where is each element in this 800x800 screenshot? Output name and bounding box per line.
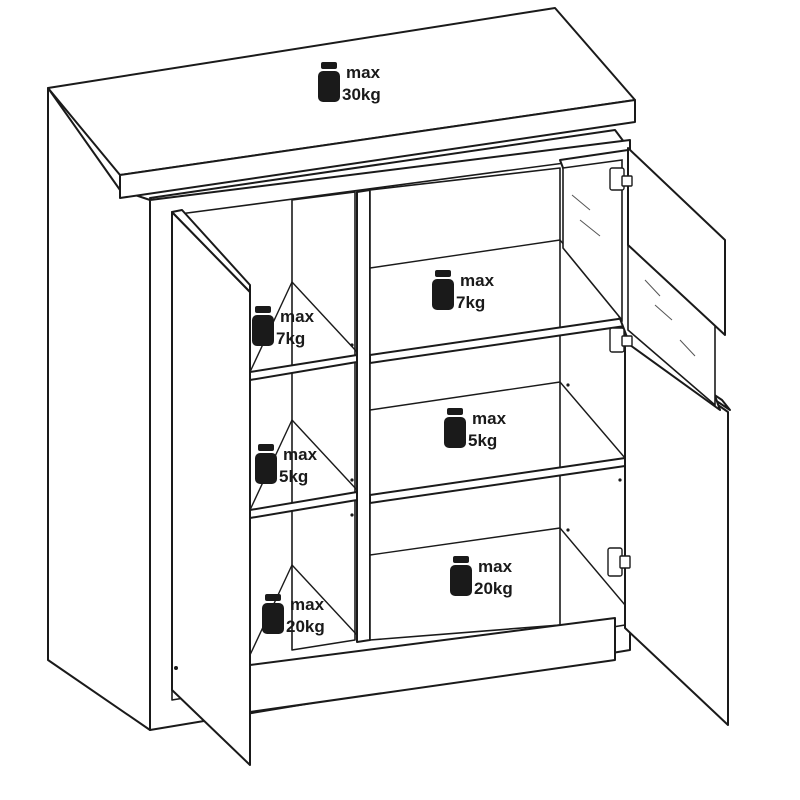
load-label-left-upper: max 7kg — [252, 306, 315, 348]
load-label-word: max — [346, 63, 381, 82]
weight-icon — [450, 556, 472, 596]
load-label-right-bottom: max 20kg — [450, 556, 513, 598]
load-label-word: max — [472, 409, 507, 428]
load-label-limit: 7kg — [276, 329, 305, 348]
load-label-top: max 30kg — [318, 62, 381, 104]
load-label-word: max — [460, 271, 495, 290]
load-label-word: max — [290, 595, 325, 614]
weight-icon — [255, 444, 277, 484]
weight-icon — [252, 306, 274, 346]
load-label-limit: 20kg — [474, 579, 513, 598]
load-label-word: max — [280, 307, 315, 326]
load-label-limit: 20kg — [286, 617, 325, 636]
load-labels: max30kgmax7kgmax5kgmax20kgmax7kgmax5kgma… — [252, 62, 513, 636]
load-label-limit: 5kg — [279, 467, 308, 486]
weight-icon — [444, 408, 466, 448]
load-label-left-bottom: max 20kg — [262, 594, 325, 636]
center-divider — [356, 189, 371, 643]
weight-icon — [262, 594, 284, 634]
left-door — [171, 211, 251, 766]
load-label-limit: 5kg — [468, 431, 497, 450]
weight-icon — [318, 62, 340, 102]
cabinet-top-edge — [119, 99, 636, 199]
load-label-word: max — [478, 557, 513, 576]
load-label-right-middle: max 5kg — [444, 408, 507, 450]
glass-cabinet-side — [627, 147, 726, 336]
hinge-icon — [609, 327, 633, 353]
left-door-edge — [171, 209, 251, 293]
load-label-limit: 7kg — [456, 293, 485, 312]
load-label-left-middle: max 5kg — [255, 444, 318, 486]
load-label-word: max — [283, 445, 318, 464]
hinge-icon — [607, 547, 631, 577]
load-label-right-upper: max 7kg — [432, 270, 495, 312]
weight-icon — [432, 270, 454, 310]
hinge-icon — [609, 167, 633, 191]
load-label-limit: 30kg — [342, 85, 381, 104]
left-compartment-back — [291, 191, 356, 651]
